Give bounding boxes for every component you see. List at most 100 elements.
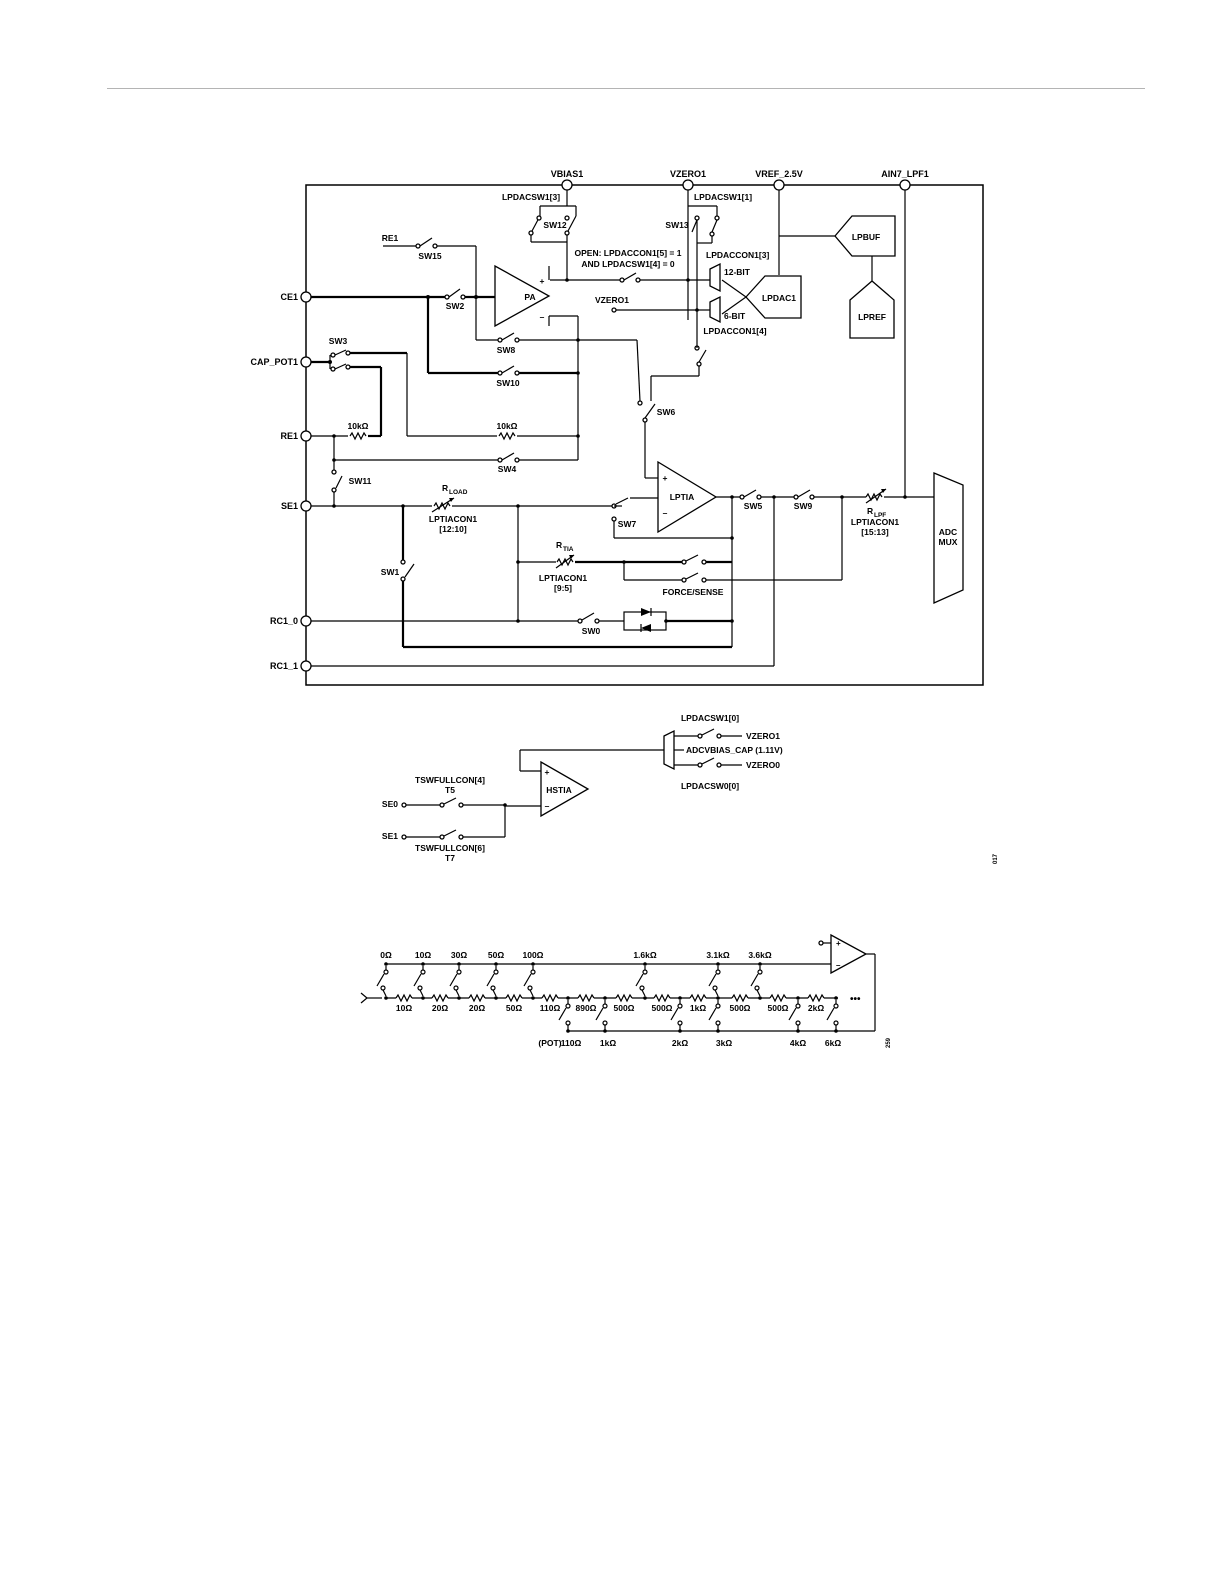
svg-text:TIA: TIA xyxy=(563,546,574,553)
svg-text:VREF_2.5V: VREF_2.5V xyxy=(755,169,803,179)
ladder-series-label: 500Ω xyxy=(768,1003,789,1013)
ladder-bottom-node xyxy=(603,1029,607,1033)
ladder-wire xyxy=(529,989,534,997)
ladder-switch-blade xyxy=(826,1007,835,1021)
svg-text:LPDACSW1[1]: LPDACSW1[1] xyxy=(694,192,752,202)
ladder-resistor-gap xyxy=(432,995,448,1001)
ladder-switch-contact xyxy=(417,985,423,991)
lpbuf-block: LPBUF xyxy=(834,215,896,257)
svg-text:12-BIT: 12-BIT xyxy=(724,267,751,277)
svg-text:RC1_0: RC1_0 xyxy=(270,616,298,626)
ladder-switch-contact xyxy=(602,1020,608,1026)
ladder-bottom-node xyxy=(678,1029,682,1033)
pin-vbias1: VBIAS1 xyxy=(551,169,584,191)
ladder-switch-blade xyxy=(486,973,495,987)
ladder-switch-contact xyxy=(712,985,718,991)
ladder-resistor-gap xyxy=(542,995,558,1001)
vzero1-switch-network: LPDACSW1[1] SW13 xyxy=(665,190,752,330)
ladder-node xyxy=(678,996,682,1000)
ladder-switch-contact xyxy=(715,1020,721,1026)
ladder-bottom-label: 4kΩ xyxy=(790,1038,806,1048)
ladder-node xyxy=(531,996,535,1000)
ladder-bottom-label: 2kΩ xyxy=(672,1038,688,1048)
svg-text:RE1: RE1 xyxy=(280,431,298,441)
ladder-top-node xyxy=(421,962,425,966)
ladder-resistor xyxy=(769,993,787,1003)
svg-text:259: 259 xyxy=(886,1037,892,1048)
ladder-wire xyxy=(756,989,761,997)
svg-text:VZERO1: VZERO1 xyxy=(670,169,706,179)
ladder-switch-contact xyxy=(453,985,459,991)
svg-text:CAP_POT1: CAP_POT1 xyxy=(250,357,298,367)
svg-text:AIN7_LPF1: AIN7_LPF1 xyxy=(881,169,929,179)
ladder-wire xyxy=(641,989,646,997)
svg-text:LPDACSW1[0]: LPDACSW1[0] xyxy=(681,713,739,723)
svg-text:VZERO0: VZERO0 xyxy=(746,760,780,770)
svg-text:SW3: SW3 xyxy=(329,336,348,346)
ladder-switch-contact xyxy=(715,969,721,975)
svg-text:[12:10]: [12:10] xyxy=(439,524,467,534)
ladder-resistor-gap xyxy=(654,995,670,1001)
adc-mux-block: ADC MUX xyxy=(933,472,964,605)
svg-text:R: R xyxy=(556,540,562,550)
ladder-wire xyxy=(419,989,424,997)
ladder-resistor xyxy=(505,993,523,1003)
ladder-resistor xyxy=(541,993,559,1003)
svg-text:017: 017 xyxy=(993,853,999,864)
pa-opamp: PA + – xyxy=(494,264,551,328)
ladder-switch-contact xyxy=(527,985,533,991)
mux-12bit: 12-BIT xyxy=(709,262,751,293)
ladder-switch-blade xyxy=(558,1007,567,1021)
ladder-resistor-gap xyxy=(578,995,594,1001)
svg-text:10kΩ: 10kΩ xyxy=(497,421,518,431)
svg-text:6-BIT: 6-BIT xyxy=(724,311,746,321)
svg-text:TSWFULLCON[6]: TSWFULLCON[6] xyxy=(415,843,485,853)
ladder-resistor-gap xyxy=(770,995,786,1001)
svg-text:SW2: SW2 xyxy=(446,301,465,311)
svg-text:–: – xyxy=(836,961,841,970)
ladder-top-label: 3.6kΩ xyxy=(748,950,772,960)
pin-cap-pot1: CAP_POT1 xyxy=(250,356,312,368)
svg-text:[15:13]: [15:13] xyxy=(861,527,889,537)
svg-text:LPF: LPF xyxy=(874,512,886,519)
svg-text:R: R xyxy=(867,506,873,516)
ladder-resistor-gap xyxy=(616,995,632,1001)
pin-ain7-lpf1: AIN7_LPF1 xyxy=(881,169,929,191)
ladder-resistor xyxy=(615,993,633,1003)
ladder-switch-blade xyxy=(750,973,759,987)
svg-text:LPDACCON1[3]: LPDACCON1[3] xyxy=(706,250,769,260)
ladder-node xyxy=(603,996,607,1000)
ladder-top-label: 50Ω xyxy=(488,950,504,960)
svg-text:SW10: SW10 xyxy=(496,378,519,388)
ladder-node xyxy=(643,996,647,1000)
header-rule xyxy=(107,88,1145,89)
svg-text:ADC: ADC xyxy=(939,527,957,537)
ladder-switch-contact xyxy=(757,969,763,975)
svg-text:–: – xyxy=(540,312,545,322)
ladder-switch-contact xyxy=(383,969,389,975)
svg-text:+: + xyxy=(836,939,841,948)
ladder-switch-contact xyxy=(677,1003,683,1009)
ladder-bottom-label: 3kΩ xyxy=(716,1038,732,1048)
ladder-switch-blade xyxy=(595,1007,604,1021)
ladder-switch-contact xyxy=(677,1020,683,1026)
svg-text:R: R xyxy=(442,483,448,493)
ladder-switch-blade xyxy=(413,973,422,987)
ladder-switch-blade xyxy=(449,973,458,987)
svg-text:SW4: SW4 xyxy=(498,464,517,474)
svg-text:SW8: SW8 xyxy=(497,345,516,355)
svg-text:VBIAS1: VBIAS1 xyxy=(551,169,584,179)
pin-ce1: CE1 xyxy=(280,291,312,303)
ladder-node xyxy=(457,996,461,1000)
ladder-series-label: 890Ω xyxy=(576,1003,597,1013)
ladder-bottom-node xyxy=(716,1029,720,1033)
svg-text:CE1: CE1 xyxy=(280,292,298,302)
ladder-resistor xyxy=(731,993,749,1003)
ladder-node xyxy=(796,996,800,1000)
ladder-switch-blade xyxy=(708,1007,717,1021)
svg-text:TSWFULLCON[4]: TSWFULLCON[4] xyxy=(415,775,485,785)
ladder-resistor xyxy=(689,993,707,1003)
svg-text:SW9: SW9 xyxy=(794,501,813,511)
